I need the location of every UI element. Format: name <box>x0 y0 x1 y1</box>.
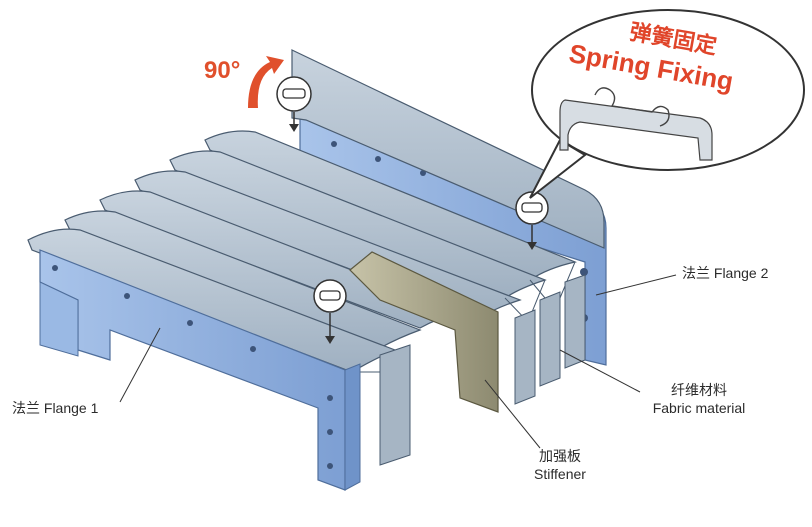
flange-1 <box>39 249 361 491</box>
spring-marker-1 <box>276 76 312 132</box>
stiffener-plate <box>349 251 499 413</box>
hanging-plates <box>379 274 586 466</box>
stiffener-label-cn: 加强板 <box>539 448 581 464</box>
angle-label: 90° <box>204 57 241 84</box>
stiffener-label-en: Stiffener <box>534 466 586 482</box>
fabric-label-cn: 纤维材料 <box>671 382 727 398</box>
fabric-label-en: Fabric material <box>652 400 746 416</box>
spring-marker-3 <box>313 279 347 344</box>
flange-2-label: 法兰 Flange 2 <box>682 265 769 281</box>
rotation-arrow-icon <box>248 56 284 108</box>
leader-lines <box>119 274 677 449</box>
spring-fixing-callout <box>529 9 805 199</box>
flange-1-label: 法兰 Flange 1 <box>12 400 99 416</box>
